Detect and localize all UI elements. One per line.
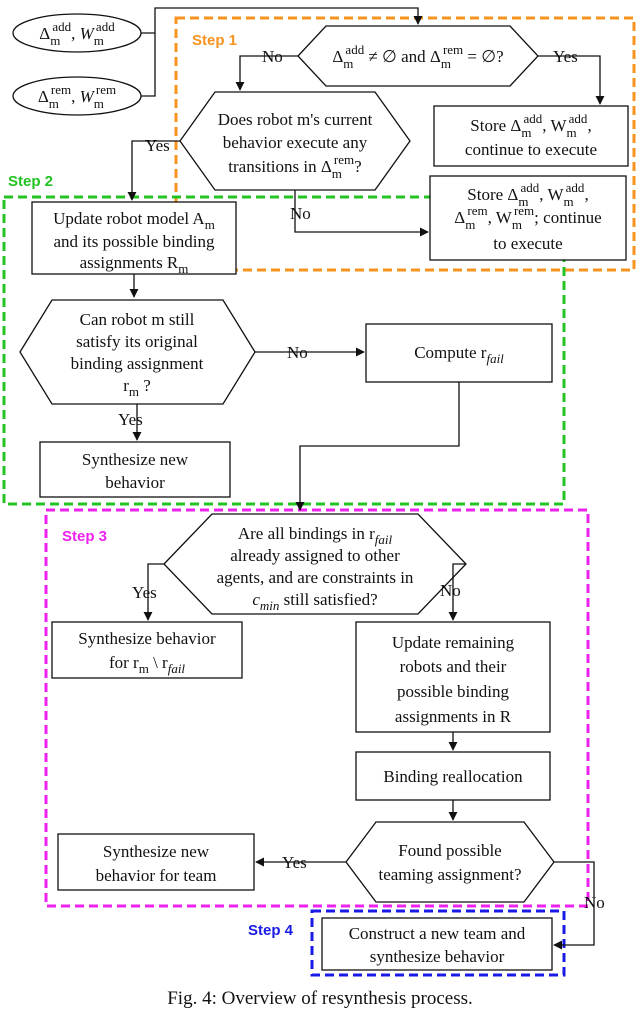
- svg-text:Δmadd, Wmadd: Δmadd, Wmadd: [39, 19, 115, 48]
- svg-text:Update remaining: Update remaining: [392, 633, 515, 652]
- edge-d2-yes: [127, 140, 180, 201]
- svg-text:transitions in Δmrem?: transitions in Δmrem?: [228, 152, 361, 181]
- svg-text:teaming assignment?: teaming assignment?: [378, 865, 521, 884]
- step1-label: Step 1: [192, 32, 237, 49]
- svg-text:already assigned to other: already assigned to other: [230, 546, 400, 565]
- box-store-add: Store Δmadd, Wmadd, continue to execute: [433, 105, 629, 167]
- svg-text:satisfy its original: satisfy its original: [76, 332, 198, 351]
- svg-text:behavior execute any: behavior execute any: [223, 133, 368, 152]
- edge-input-rem-merge: [141, 33, 156, 97]
- edge-inputs-merge: [141, 7, 423, 34]
- step2-label: Step 2: [8, 173, 53, 190]
- svg-text:Can robot m still: Can robot m still: [80, 310, 195, 329]
- box-compute-rfail: Compute rfail: [365, 323, 553, 383]
- svg-text:binding assignment: binding assignment: [71, 354, 204, 373]
- svg-text:Does robot m's current: Does robot m's current: [218, 110, 373, 129]
- edge-d5-no: [553, 861, 595, 950]
- svg-text:behavior: behavior: [105, 473, 165, 492]
- svg-text:Δmrem, Wmrem; continue: Δmrem, Wmrem; continue: [454, 203, 601, 232]
- decision-original-assignment: Can robot m still satisfy its original b…: [19, 299, 256, 405]
- svg-text:assignments in R: assignments in R: [395, 707, 512, 726]
- svg-text:Δmrem, Wmrem: Δmrem, Wmrem: [38, 82, 116, 111]
- edge-d2-no: [294, 190, 429, 237]
- svg-text:to execute: to execute: [493, 234, 562, 253]
- step3-region: [44, 508, 590, 908]
- svg-text:Construct a new team and: Construct a new team and: [349, 924, 526, 943]
- input-add-delta: Δ: [39, 24, 50, 43]
- figure-caption: Fig. 4: Overview of resynthesis process.: [167, 988, 473, 1009]
- svg-text:Synthesize behavior: Synthesize behavior: [78, 629, 216, 648]
- box-construct-new-team: Construct a new team and synthesize beha…: [321, 917, 553, 971]
- input-rem-ellipse: Δmrem, Wmrem: [12, 76, 142, 116]
- edge-label-d2-no: No: [290, 204, 311, 223]
- svg-text:behavior for team: behavior for team: [96, 866, 217, 885]
- box-store-add-rem: Store Δmadd, Wmadd, Δmrem, Wmrem; contin…: [429, 175, 627, 261]
- decision-delta-check: Δmadd ≠ ∅ and Δmrem = ∅?: [297, 25, 539, 87]
- edge-label-d5-yes: Yes: [282, 853, 307, 872]
- svg-text:continue to execute: continue to execute: [465, 140, 597, 159]
- box-update-robot-model: Update robot model Am and its possible b…: [31, 201, 237, 276]
- step4-region: [310, 909, 566, 977]
- svg-text:assignments Rm: assignments Rm: [80, 253, 189, 276]
- svg-text:agents, and are constraints in: agents, and are constraints in: [217, 568, 414, 587]
- box-binding-reallocation: Binding reallocation: [355, 751, 551, 801]
- edge-label-d3-no: No: [287, 343, 308, 362]
- step4-label: Step 4: [248, 922, 294, 939]
- svg-text:Are all bindings in rfail: Are all bindings in rfail: [238, 524, 393, 547]
- svg-text:Δmadd ≠ ∅ and Δmrem = ∅?: Δmadd ≠ ∅ and Δmrem = ∅?: [332, 42, 503, 71]
- step3-label: Step 3: [62, 528, 107, 545]
- edge-label-d2-yes: Yes: [145, 136, 170, 155]
- svg-text:and its possible binding: and its possible binding: [53, 232, 215, 251]
- decision-current-behavior: Does robot m's current behavior execute …: [179, 91, 411, 191]
- edge-label-d4-yes: Yes: [132, 583, 157, 602]
- svg-text:Update robot model Am: Update robot model Am: [53, 209, 215, 232]
- edge-d1-no: [235, 55, 298, 91]
- svg-text:Found possible: Found possible: [398, 841, 501, 860]
- svg-text:Store Δmadd, Wmadd,: Store Δmadd, Wmadd,: [470, 111, 591, 140]
- svg-text:robots and their: robots and their: [400, 657, 507, 676]
- edge-d1-yes: [538, 55, 605, 105]
- box-synthesize-new-behavior: Synthesize new behavior: [39, 441, 231, 498]
- svg-text:synthesize behavior: synthesize behavior: [370, 947, 505, 966]
- svg-text:Store Δmadd, Wmadd,: Store Δmadd, Wmadd,: [467, 180, 588, 209]
- input-add-ellipse: Δmadd, Wmadd: [12, 13, 142, 53]
- edge-label-d1-no: No: [262, 47, 283, 66]
- box-update-remaining-robots: Update remaining robots and their possib…: [355, 621, 551, 733]
- svg-text:cmin still satisfied?: cmin still satisfied?: [252, 590, 377, 613]
- edge-label-d5-no: No: [584, 893, 605, 912]
- svg-text:Synthesize new: Synthesize new: [82, 450, 189, 469]
- svg-text:Binding reallocation: Binding reallocation: [383, 767, 523, 786]
- svg-text:Synthesize new: Synthesize new: [103, 842, 210, 861]
- decision-teaming-assignment: Found possible teaming assignment?: [345, 821, 555, 903]
- box-synthesize-team-behavior: Synthesize new behavior for team: [57, 833, 255, 891]
- svg-text:Compute rfail: Compute rfail: [414, 343, 504, 366]
- step2-region: [2, 195, 566, 506]
- edge-d4-yes: [143, 563, 164, 621]
- edge-compute-to-d4: [295, 382, 460, 511]
- svg-text:possible binding: possible binding: [397, 682, 509, 701]
- box-synthesize-rm-minus-rfail: Synthesize behavior for rm \ rfail: [51, 621, 243, 679]
- decision-bindings-assigned: Are all bindings in rfail already assign…: [163, 513, 467, 615]
- edge-label-d4-no: No: [440, 581, 461, 600]
- step1-region: [174, 16, 636, 272]
- edge-d4-no: [448, 563, 466, 621]
- svg-text:rm ?: rm ?: [123, 376, 151, 399]
- edge-label-d3-yes: Yes: [118, 410, 143, 429]
- svg-text:for rm \ rfail: for rm \ rfail: [109, 653, 185, 676]
- edge-label-d1-yes: Yes: [553, 47, 578, 66]
